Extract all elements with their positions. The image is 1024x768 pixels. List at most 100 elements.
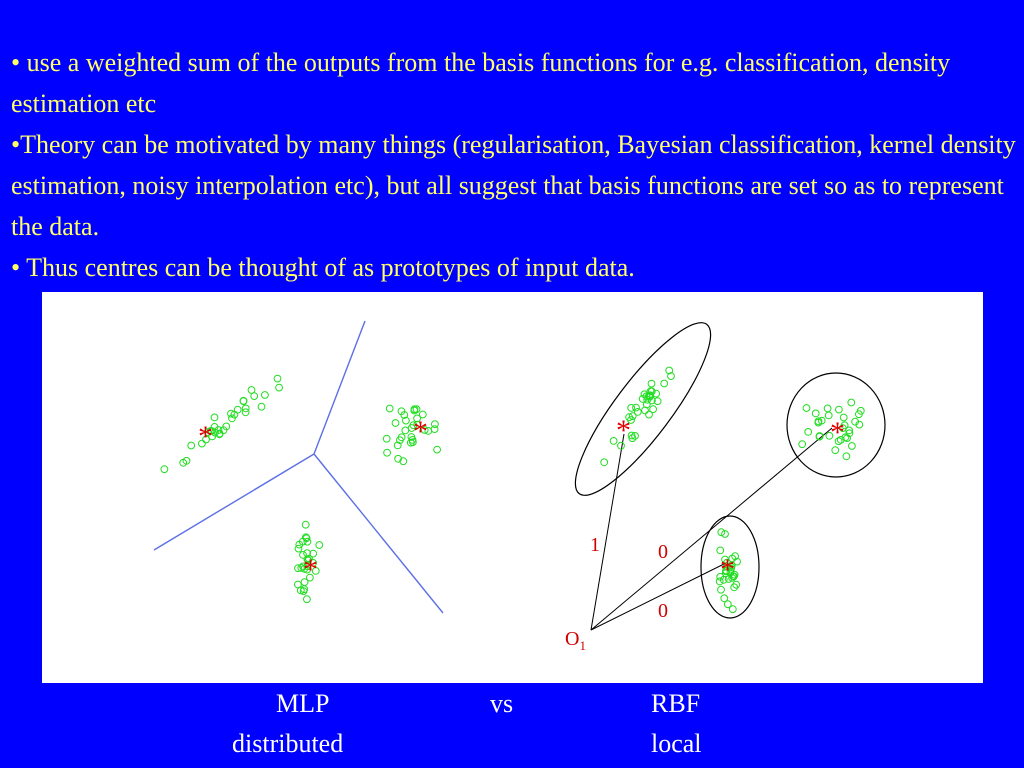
caption-rbf: RBF bbox=[651, 689, 701, 718]
data-point bbox=[420, 426, 429, 434]
data-point bbox=[311, 567, 320, 575]
caption-distributed: distributed bbox=[232, 729, 344, 758]
data-point bbox=[645, 410, 653, 419]
data-point bbox=[215, 430, 224, 439]
data-point bbox=[407, 433, 416, 441]
data-point bbox=[383, 448, 392, 457]
data-point bbox=[798, 440, 807, 449]
weight-label-right: 0 bbox=[658, 541, 668, 563]
data-point bbox=[848, 442, 856, 450]
caption-local: local bbox=[651, 729, 702, 758]
data-point bbox=[717, 528, 726, 537]
rbf-field-diagonal bbox=[574, 322, 712, 496]
rbf-centre-bottom: * bbox=[720, 553, 735, 586]
data-point bbox=[855, 420, 864, 429]
rbf-centre-diagonal: * bbox=[616, 414, 631, 447]
caption-mlp: MLP bbox=[276, 689, 330, 718]
data-point bbox=[300, 578, 309, 587]
data-point bbox=[222, 422, 231, 431]
data-point bbox=[842, 452, 851, 461]
data-point bbox=[660, 379, 669, 388]
mlp-centre-right: * bbox=[413, 415, 428, 448]
data-point bbox=[302, 534, 311, 543]
data-point bbox=[412, 405, 421, 414]
data-point bbox=[811, 409, 820, 418]
rbf-panel: * * * 1 0 0 O1 bbox=[565, 322, 886, 653]
data-point bbox=[299, 551, 307, 559]
data-point bbox=[856, 406, 865, 415]
data-point bbox=[638, 395, 647, 403]
data-point bbox=[845, 429, 854, 438]
data-point bbox=[261, 391, 269, 399]
rbf-field-bottom bbox=[700, 515, 760, 619]
data-point bbox=[716, 546, 725, 555]
data-point bbox=[410, 406, 419, 415]
data-point bbox=[241, 408, 250, 417]
output-label: O bbox=[565, 628, 579, 650]
data-point bbox=[633, 408, 642, 416]
rbf-wire-bottom bbox=[590, 561, 729, 631]
data-point bbox=[241, 404, 250, 413]
data-point bbox=[202, 435, 210, 444]
data-point bbox=[641, 406, 649, 415]
data-point bbox=[717, 585, 725, 594]
data-point bbox=[845, 426, 853, 435]
data-point bbox=[430, 425, 439, 434]
data-point bbox=[825, 431, 834, 440]
mlp-centre-left: * bbox=[198, 420, 213, 453]
data-point bbox=[652, 389, 661, 398]
figure-canvas: * * * * * * 1 0 0 O1 bbox=[153, 320, 886, 653]
data-point bbox=[275, 383, 284, 392]
rbf-centre-right: * bbox=[830, 416, 845, 449]
data-point bbox=[609, 437, 618, 445]
data-point bbox=[723, 562, 731, 571]
data-point bbox=[841, 433, 850, 442]
data-point bbox=[431, 420, 439, 429]
data-point bbox=[723, 558, 731, 567]
data-point bbox=[724, 575, 733, 583]
data-point bbox=[187, 441, 196, 450]
data-point bbox=[667, 372, 675, 380]
mlp-panel: * * * bbox=[153, 320, 444, 614]
data-point bbox=[382, 434, 391, 443]
data-point bbox=[847, 398, 856, 407]
data-point bbox=[303, 537, 312, 546]
data-point bbox=[600, 458, 609, 467]
data-point bbox=[394, 454, 403, 463]
data-point bbox=[297, 564, 306, 572]
data-point bbox=[831, 446, 840, 455]
data-point bbox=[643, 395, 652, 404]
data-point bbox=[649, 405, 657, 414]
data-point bbox=[715, 577, 724, 586]
data-point bbox=[295, 540, 304, 549]
mlp-boundary-upper bbox=[313, 320, 366, 455]
data-point bbox=[402, 416, 410, 425]
rbf-field-right bbox=[786, 372, 886, 478]
weight-label-bottom: 0 bbox=[658, 600, 668, 622]
data-point bbox=[385, 404, 394, 413]
data-point bbox=[301, 520, 310, 529]
data-point bbox=[815, 432, 824, 441]
output-subscript: 1 bbox=[579, 638, 586, 653]
data-point bbox=[433, 445, 442, 454]
data-point bbox=[722, 567, 730, 576]
data-point bbox=[732, 580, 741, 589]
output-node-label: O1 bbox=[565, 628, 586, 653]
data-point bbox=[211, 428, 219, 437]
data-point bbox=[303, 562, 312, 571]
data-point bbox=[393, 441, 402, 450]
data-point bbox=[413, 414, 422, 423]
data-point bbox=[233, 405, 242, 414]
mlp-centre-bottom: * bbox=[303, 553, 318, 586]
mlp-boundary-lower bbox=[313, 453, 444, 614]
data-point bbox=[306, 573, 314, 582]
mlp-vs-rbf-figure: * * * * * * 1 0 0 O1 bbox=[42, 292, 983, 683]
data-point bbox=[250, 392, 259, 400]
data-point bbox=[653, 397, 662, 406]
data-point bbox=[401, 426, 410, 435]
data-point bbox=[733, 557, 741, 566]
data-point bbox=[817, 416, 826, 425]
data-point bbox=[802, 404, 811, 412]
data-point bbox=[617, 441, 625, 450]
data-point bbox=[645, 391, 653, 400]
